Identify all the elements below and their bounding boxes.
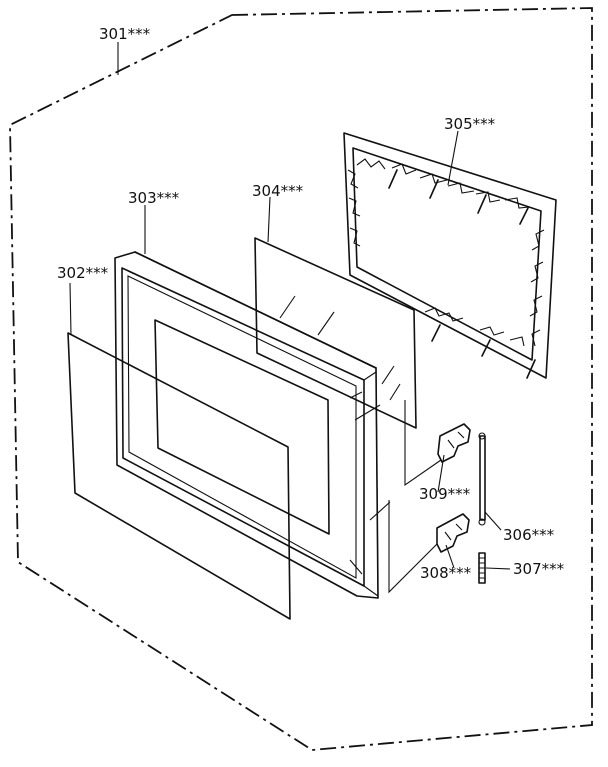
part-307-spring <box>478 552 486 584</box>
part-305-frame <box>343 132 557 379</box>
label-306: 306*** <box>503 526 555 544</box>
label-301: 301*** <box>99 25 151 43</box>
assembly-boundary-301 <box>9 7 593 751</box>
part-306-rod <box>478 432 486 526</box>
part-303-door-frame <box>114 251 379 599</box>
part-308-latch <box>436 513 470 553</box>
guide-lines <box>354 400 442 594</box>
leader-lines <box>69 42 511 570</box>
label-304: 304*** <box>252 182 304 200</box>
part-302-outer-panel <box>67 332 291 620</box>
label-309: 309*** <box>419 485 471 503</box>
label-302: 302*** <box>57 264 109 282</box>
label-308: 308*** <box>420 564 472 582</box>
part-304-glass <box>254 237 417 429</box>
part-309-latch <box>437 423 471 463</box>
label-305: 305*** <box>444 115 496 133</box>
label-303: 303*** <box>128 189 180 207</box>
label-307: 307*** <box>513 560 565 578</box>
